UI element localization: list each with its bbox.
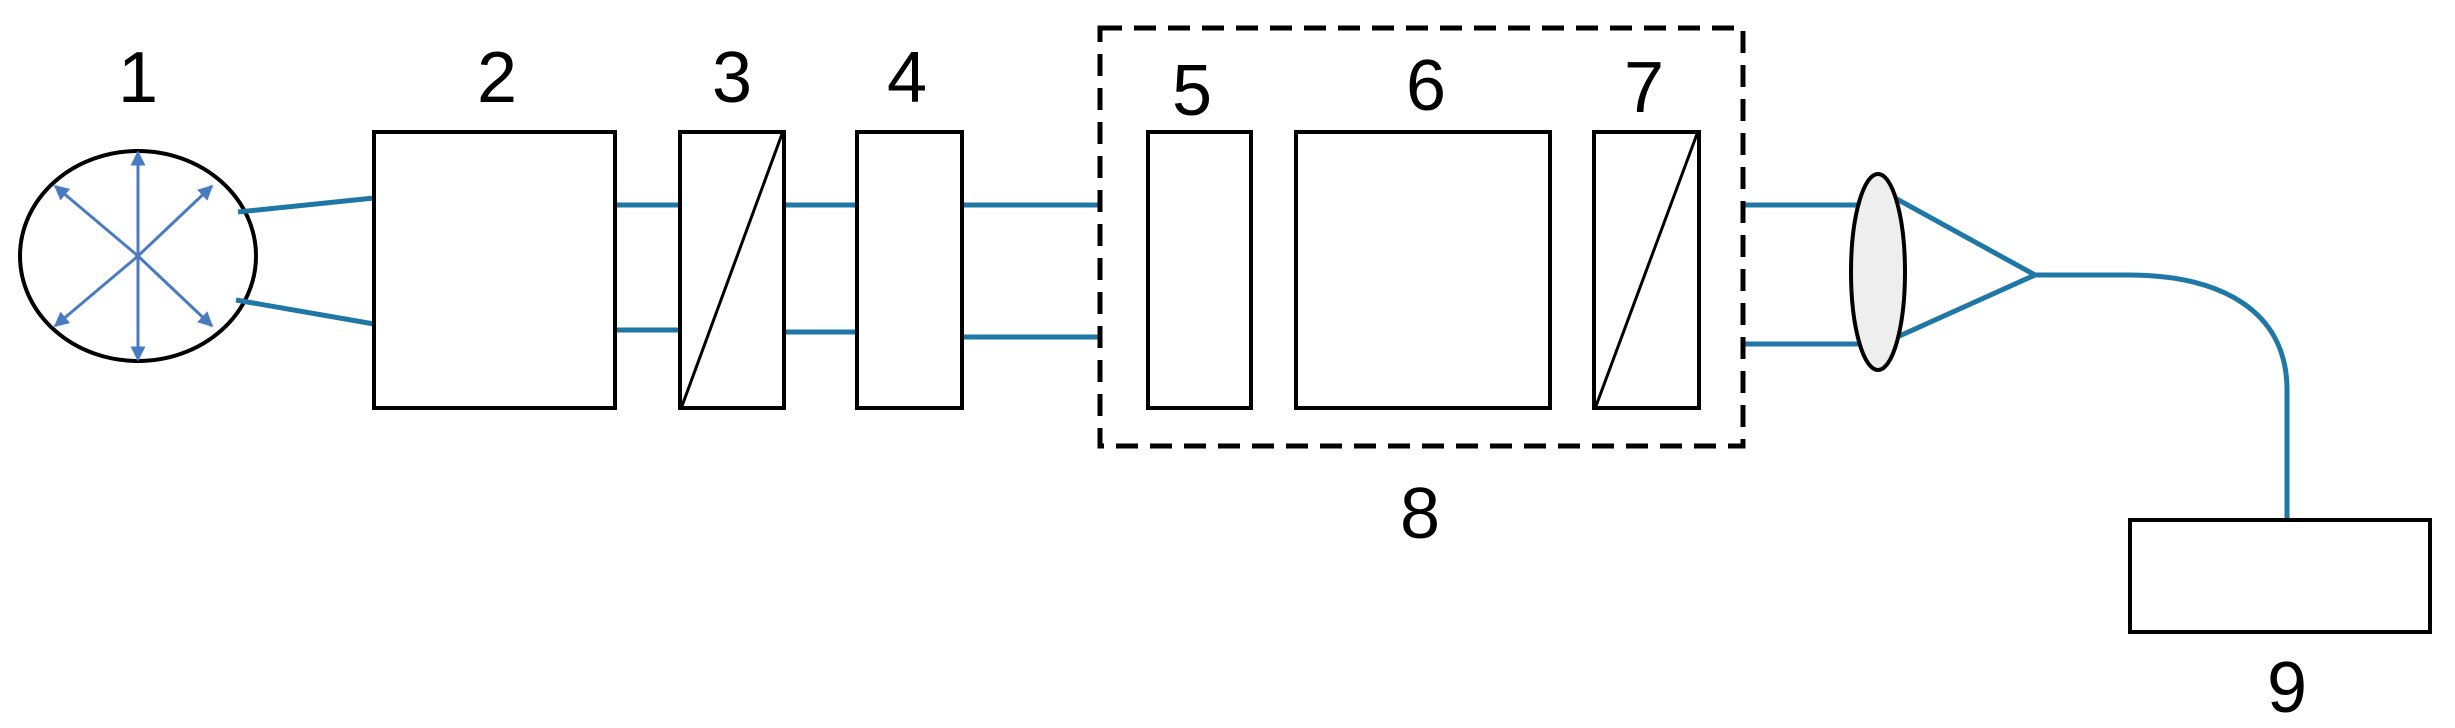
biconvex-lens-icon	[1849, 172, 1907, 372]
block-4-box	[855, 130, 964, 410]
label-8: 8	[1400, 474, 1440, 554]
label-2: 2	[477, 38, 517, 118]
block-4: 4	[855, 38, 964, 410]
polarizer-diagonal-icon	[680, 133, 784, 407]
fiber-to-detector	[2035, 272, 2290, 520]
block-6-box	[1294, 130, 1552, 410]
detector-9: 9	[2128, 518, 2432, 728]
polarizer-diagonal-icon-7	[1594, 133, 1699, 407]
ray-down-left	[53, 254, 139, 328]
label-1: 1	[118, 38, 158, 118]
label-3: 3	[712, 38, 752, 118]
group-8-dashed-box	[1097, 25, 1746, 449]
label-7: 7	[1624, 48, 1664, 128]
ray-up-right	[136, 184, 214, 258]
detector-9-box	[2128, 518, 2432, 634]
beam-lens-focus-bottom	[1893, 272, 2037, 341]
block-2-box	[372, 130, 617, 410]
block-5-box	[1146, 130, 1253, 410]
beam-source-2-top	[237, 195, 375, 215]
radiating-arrows-icon	[53, 150, 214, 362]
label-9: 9	[2267, 648, 2307, 728]
group-8: 8 5 6 7	[1097, 25, 1746, 554]
beams	[235, 195, 2290, 520]
beam-lens-focus-top	[1893, 195, 2037, 278]
light-source	[18, 149, 258, 363]
label-5: 5	[1172, 51, 1212, 131]
beam-source-2-bottom	[235, 297, 375, 327]
ray-down-right	[136, 254, 214, 328]
label-6: 6	[1406, 46, 1446, 126]
label-4: 4	[887, 38, 927, 118]
block-3: 3	[678, 38, 786, 410]
block-2: 2	[372, 38, 617, 410]
ray-up-left	[53, 184, 139, 258]
